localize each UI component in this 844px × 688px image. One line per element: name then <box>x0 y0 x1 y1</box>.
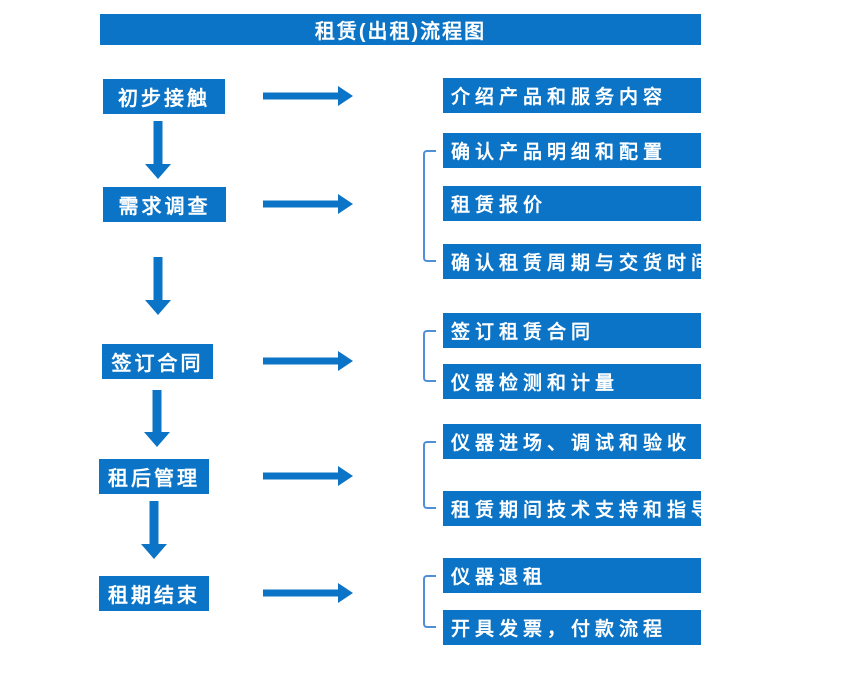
arrow-head <box>145 164 171 179</box>
down-arrow-icon <box>145 121 171 179</box>
page-title: 租赁(出租)流程图 <box>314 21 487 43</box>
arrow-shaft <box>153 257 163 301</box>
detail-box-instrument-setup: 仪器进场、调试和验收 <box>443 424 701 459</box>
detail-box-confirm-product-details: 确认产品明细和配置 <box>443 133 701 168</box>
arrow-head <box>141 544 167 559</box>
down-arrow-icon <box>144 390 170 447</box>
detail-box-rental-quote: 租赁报价 <box>443 186 701 221</box>
arrow-head <box>338 86 353 106</box>
step-box-lease-end: 租期结束 <box>99 576 209 611</box>
detail-box-instrument-testing: 仪器检测和计量 <box>443 364 701 399</box>
title-bar: 租赁(出租)流程图 <box>100 14 701 45</box>
arrow-head <box>338 466 353 486</box>
arrow-shaft <box>263 200 340 208</box>
bracket-connector <box>423 330 436 382</box>
right-arrow-icon <box>263 194 353 214</box>
arrow-head <box>338 351 353 371</box>
right-arrow-icon <box>263 466 353 486</box>
right-arrow-icon <box>263 583 353 603</box>
arrow-head <box>144 432 170 447</box>
arrow-head <box>338 583 353 603</box>
step-box-initial-contact: 初步接触 <box>103 79 225 114</box>
arrow-shaft <box>263 472 340 480</box>
step-box-sign-contract: 签订合同 <box>102 344 213 379</box>
bracket-connector <box>423 150 436 262</box>
down-arrow-icon <box>145 257 171 315</box>
right-arrow-icon <box>263 86 353 106</box>
right-arrow-icon <box>263 351 353 371</box>
down-arrow-icon <box>141 501 167 559</box>
detail-box-instrument-return: 仪器退租 <box>443 558 701 593</box>
arrow-head <box>145 300 171 315</box>
bracket-connector <box>423 441 436 509</box>
arrow-shaft <box>152 390 162 433</box>
arrow-head <box>338 194 353 214</box>
arrow-shaft <box>263 357 340 365</box>
step-box-post-rental-management: 租后管理 <box>99 459 209 494</box>
arrow-shaft <box>153 121 163 165</box>
detail-box-invoice-payment: 开具发票，付款流程 <box>443 610 701 645</box>
bracket-connector <box>423 575 436 628</box>
arrow-shaft <box>149 501 159 545</box>
arrow-shaft <box>263 92 340 100</box>
arrow-shaft <box>263 589 340 597</box>
detail-box-sign-rental-contract: 签订租赁合同 <box>443 313 701 348</box>
detail-box-confirm-rental-period: 确认租赁周期与交货时间 <box>443 244 710 279</box>
detail-box-tech-support: 租赁期间技术支持和指导 <box>443 491 710 526</box>
detail-box-introduce-products: 介绍产品和服务内容 <box>443 78 701 113</box>
step-box-demand-survey: 需求调查 <box>103 187 226 222</box>
